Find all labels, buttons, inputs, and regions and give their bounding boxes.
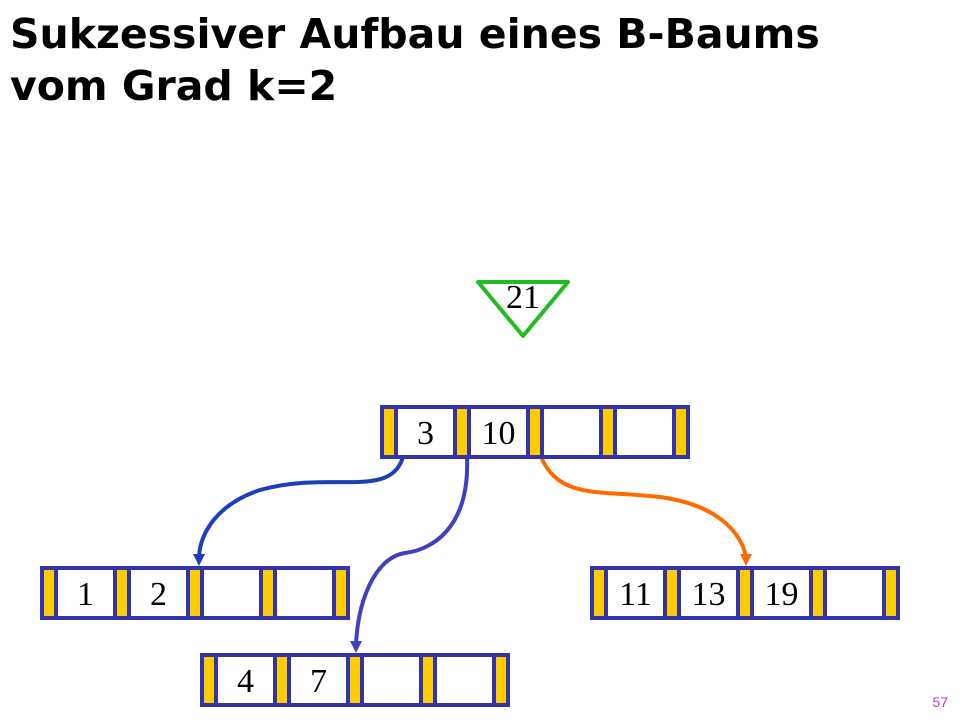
pointer-slot bbox=[332, 566, 350, 620]
pointer-slot bbox=[526, 405, 544, 459]
key-value: 4 bbox=[237, 663, 254, 700]
key-value: 3 bbox=[417, 415, 434, 452]
pointer-slot bbox=[453, 405, 471, 459]
key-value: 19 bbox=[765, 576, 799, 613]
pointer-slot bbox=[672, 405, 690, 459]
pointer-slot bbox=[259, 566, 277, 620]
pointer-slot bbox=[590, 566, 608, 620]
insert-marker-triangle bbox=[476, 280, 570, 338]
key-slot bbox=[433, 653, 496, 707]
arrowhead-leaf-2 bbox=[350, 641, 362, 653]
pointer-slot bbox=[346, 653, 364, 707]
leaf-3-node: 11 13 19 bbox=[590, 566, 900, 620]
key-slot bbox=[54, 566, 117, 620]
pointer-slot bbox=[736, 566, 754, 620]
edge-root-to-leaf-1 bbox=[197, 456, 405, 558]
key-value: 11 bbox=[619, 576, 652, 613]
edge-root-to-leaf-2 bbox=[354, 456, 470, 646]
arrowhead-leaf-1 bbox=[193, 554, 205, 566]
insert-key-label: 21 bbox=[506, 279, 540, 316]
pointer-slot bbox=[113, 566, 131, 620]
edge-root-to-leaf-3 bbox=[539, 456, 748, 558]
title-line-2: vom Grad k=2 bbox=[10, 62, 338, 110]
key-slot bbox=[467, 405, 530, 459]
key-value: 10 bbox=[482, 415, 516, 452]
key-slot bbox=[273, 566, 336, 620]
page-number: 57 bbox=[932, 694, 948, 710]
pointer-slot bbox=[882, 566, 900, 620]
slide-title: Sukzessiver Aufbau eines B-Baums vom Gra… bbox=[10, 8, 820, 112]
key-value: 7 bbox=[310, 663, 327, 700]
pointer-slot bbox=[809, 566, 827, 620]
key-value: 1 bbox=[77, 576, 94, 613]
key-slot bbox=[823, 566, 886, 620]
key-slot bbox=[200, 566, 263, 620]
pointer-slot bbox=[380, 405, 398, 459]
pointer-slot bbox=[273, 653, 291, 707]
pointer-slot bbox=[40, 566, 58, 620]
key-slot bbox=[540, 405, 603, 459]
root-node: 3 10 bbox=[380, 405, 690, 459]
pointer-slot bbox=[599, 405, 617, 459]
pointer-slot bbox=[419, 653, 437, 707]
key-slot bbox=[127, 566, 190, 620]
key-slot bbox=[613, 405, 676, 459]
arrowhead-leaf-3 bbox=[740, 554, 752, 566]
key-value: 2 bbox=[150, 576, 167, 613]
pointer-slot bbox=[492, 653, 510, 707]
key-value: 13 bbox=[692, 576, 726, 613]
key-slot bbox=[360, 653, 423, 707]
pointer-slot bbox=[186, 566, 204, 620]
key-slot bbox=[750, 566, 813, 620]
pointer-slot bbox=[663, 566, 681, 620]
pointer-slot bbox=[200, 653, 218, 707]
title-line-1: Sukzessiver Aufbau eines B-Baums bbox=[10, 10, 820, 58]
